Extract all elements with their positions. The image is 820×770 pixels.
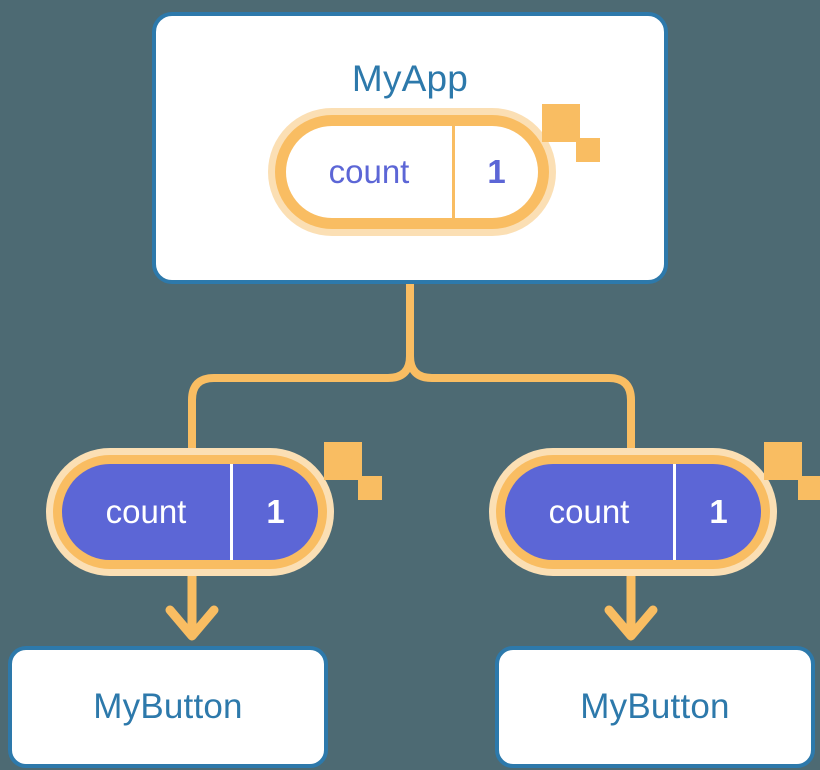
myapp-state-pill[interactable]: count 1 bbox=[286, 126, 538, 218]
right-pill-divider bbox=[673, 464, 676, 560]
left-state-value: 1 bbox=[266, 493, 285, 530]
branch-split-right bbox=[406, 352, 635, 456]
mybutton-card-right[interactable]: MyButton bbox=[495, 646, 815, 768]
myapp-state-key: count bbox=[328, 153, 410, 190]
branch-split-left bbox=[188, 352, 414, 456]
mybutton-right-title: MyButton bbox=[580, 687, 730, 726]
myapp-title: MyApp bbox=[351, 58, 469, 99]
mybutton-card-left[interactable]: MyButton bbox=[8, 646, 328, 768]
mybutton-left-title: MyButton bbox=[93, 687, 243, 726]
myapp-state-value: 1 bbox=[487, 153, 506, 190]
left-pill-divider bbox=[230, 464, 233, 560]
myapp-pill-divider bbox=[452, 126, 455, 218]
right-state-key: count bbox=[548, 493, 630, 530]
right-arrow-head-icon bbox=[604, 605, 658, 641]
right-state-value: 1 bbox=[709, 493, 728, 530]
left-state-pill[interactable]: count 1 bbox=[62, 464, 318, 560]
left-arrow-head-icon bbox=[165, 605, 219, 641]
left-state-key: count bbox=[105, 493, 187, 530]
right-state-pill[interactable]: count 1 bbox=[505, 464, 761, 560]
